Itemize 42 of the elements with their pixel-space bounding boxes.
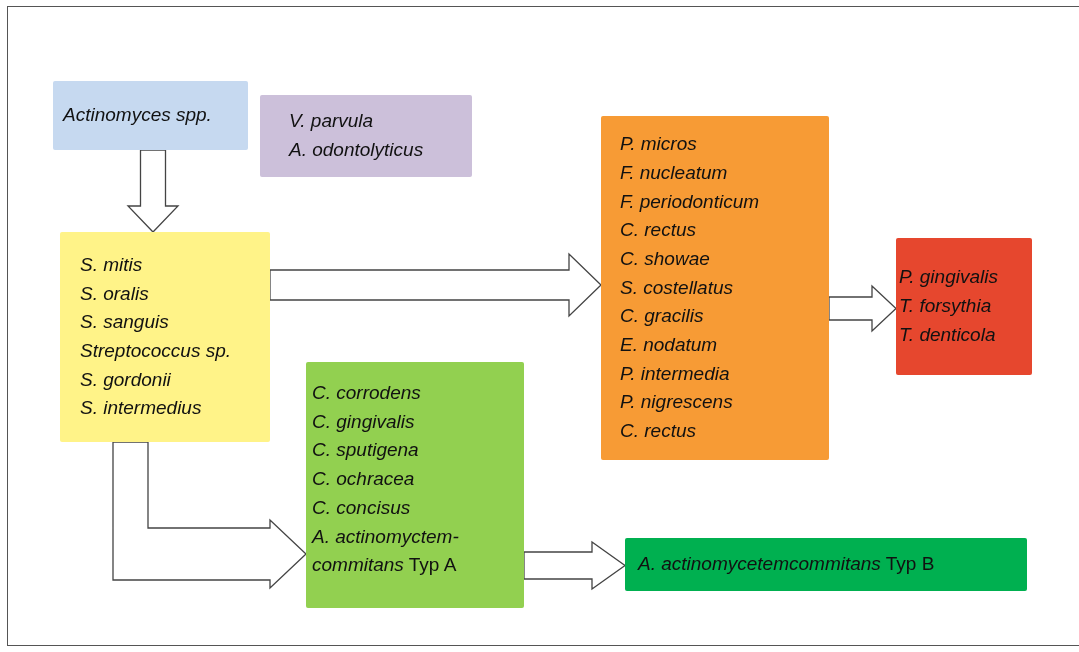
species-name: S. costellatus [620, 275, 734, 300]
species-name: C. sputigena [312, 438, 420, 463]
species-name: C. corrodens [312, 381, 422, 405]
species-name: Streptococcus sp. [80, 339, 233, 363]
species-box [896, 238, 1032, 375]
species-name: A. odontolyticus [289, 138, 425, 162]
species-box [625, 538, 1027, 591]
species-name: S. oralis [80, 281, 150, 306]
species-name: A. actinomycetemcommitans Typ B [638, 552, 936, 577]
species-name: V. parvula [289, 109, 375, 134]
block-arrow [126, 149, 180, 233]
species-name: S. intermedius [80, 396, 203, 421]
species-name: P. micros [620, 132, 698, 157]
species-box [53, 81, 248, 150]
species-box [306, 362, 524, 608]
species-name: P. gingivalis [899, 265, 999, 290]
species-name: C. concisus [312, 495, 412, 520]
species-name: T. denticola [899, 322, 997, 347]
block-arrow [828, 284, 897, 333]
species-box [260, 95, 472, 177]
species-name: C. rectus [620, 419, 698, 444]
species-name: F. periodonticum [620, 189, 761, 214]
species-name: P. nigrescens [620, 390, 734, 415]
species-name: F. nucleatum [620, 160, 729, 185]
species-name: Actinomyces spp. [63, 103, 213, 128]
block-arrow [523, 540, 627, 591]
block-arrow [112, 441, 307, 590]
species-box [60, 232, 270, 442]
species-name: A. actinomyctem- commitans Typ A [312, 524, 460, 578]
species-name: P. intermedia [620, 361, 731, 386]
species-name: S. sanguis [80, 310, 170, 335]
species-name: C. showae [620, 246, 711, 271]
block-arrow [269, 252, 602, 318]
species-name: S. gordonii [80, 367, 172, 392]
species-name: E. nodatum [620, 333, 719, 358]
species-name: C. gracilis [620, 304, 705, 329]
species-name: T. forsythia [899, 294, 993, 319]
species-name: C. rectus [620, 218, 698, 243]
species-name: C. gingivalis [312, 409, 416, 434]
species-name: C. ochracea [312, 467, 416, 492]
species-box [601, 116, 829, 460]
species-name: S. mitis [80, 252, 144, 277]
